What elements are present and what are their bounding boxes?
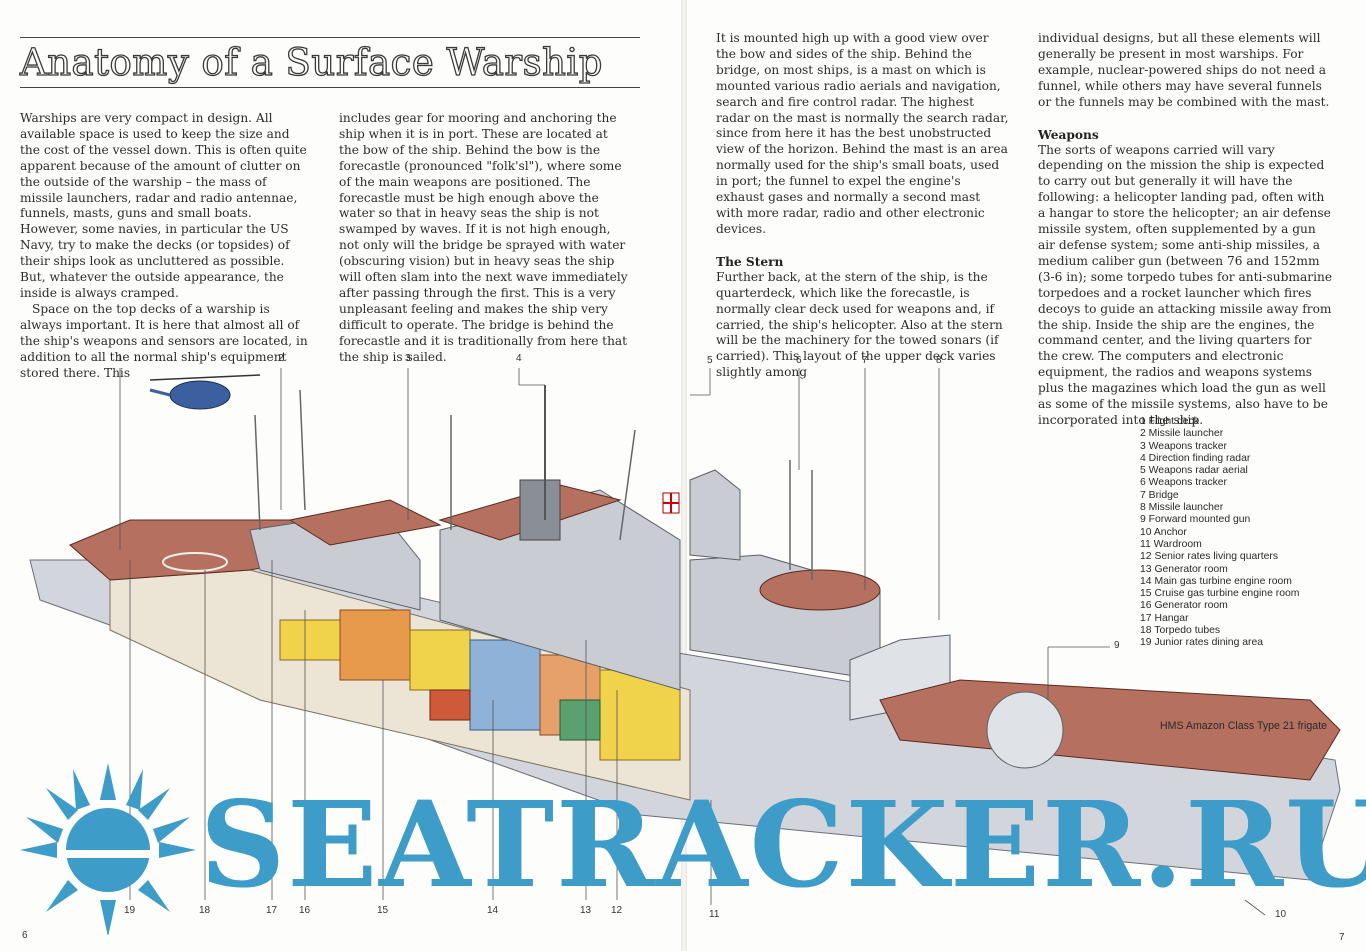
illustration-caption: HMS Amazon Class Type 21 frigate (1160, 720, 1328, 732)
title-rule-top (20, 37, 640, 38)
paragraph: The sorts of weapons carried will vary d… (1038, 142, 1333, 427)
paragraph: Warships are very compact in design. All… (20, 111, 307, 300)
callout-1: 1 (117, 353, 123, 364)
legend-item: 9 Forward mounted gun (1140, 514, 1251, 526)
paragraph: It is mounted high up with a good view o… (716, 31, 1009, 236)
paragraph: individual designs, but all these elemen… (1038, 31, 1330, 109)
text-column-4: individual designs, but all these elemen… (1038, 31, 1334, 429)
paragraph: Space on the top decks of a warship is a… (20, 301, 308, 380)
legend-item: 6 Weapons tracker (1140, 477, 1228, 489)
diagram-legend: 1 Flight deck 2 Missile launcher 3 Weapo… (1140, 416, 1299, 650)
page-title: Anatomy of a Surface Warship (19, 40, 603, 84)
callout-6: 6 (796, 355, 802, 366)
sun-logo-icon (20, 763, 196, 935)
legend-item: 19 Junior rates dining area (1140, 637, 1264, 649)
legend-item: 1 Flight deck (1140, 416, 1199, 427)
callout-4: 4 (516, 353, 522, 364)
legend-item: 13 Generator room (1140, 563, 1228, 575)
callout-5: 5 (707, 355, 713, 366)
legend-item: 12 Senior rates living quarters (1140, 551, 1279, 563)
legend-item: 16 Generator room (1140, 600, 1228, 612)
callout-13: 13 (580, 905, 592, 916)
legend-item: 2 Missile launcher (1140, 428, 1224, 440)
legend-item: 10 Anchor (1140, 526, 1187, 538)
callout-12: 12 (611, 905, 623, 916)
legend-item: 15 Cruise gas turbine engine room (1140, 588, 1300, 600)
callout-18: 18 (199, 905, 211, 916)
paragraph: includes gear for mooring and anchoring … (339, 111, 628, 364)
callout-19: 19 (124, 905, 136, 916)
paragraph: Further back, at the stern of the ship, … (716, 269, 1003, 380)
callout-15: 15 (377, 905, 389, 916)
callout-9: 9 (1114, 640, 1120, 651)
callout-2: 2 (278, 353, 284, 364)
callout-3: 3 (405, 353, 411, 364)
page-number-left: 6 (22, 930, 28, 941)
text-column-2: includes gear for mooring and anchoring … (339, 111, 630, 366)
legend-item: 11 Wardroom (1140, 538, 1202, 550)
watermark-text: SEATRACKER.RU (200, 775, 1366, 914)
callout-10: 10 (1275, 909, 1287, 920)
legend-item: 14 Main gas turbine engine room (1140, 575, 1292, 587)
legend-item: 3 Weapons tracker (1140, 440, 1228, 452)
callout-7: 7 (862, 355, 868, 366)
section-heading-weapons: Weapons (1038, 127, 1099, 142)
legend-item: 7 Bridge (1140, 489, 1179, 501)
callout-17: 17 (266, 905, 278, 916)
page-gutter (681, 0, 687, 951)
legend-item: 18 Torpedo tubes (1140, 625, 1221, 637)
callout-11: 11 (709, 909, 720, 920)
legend-item: 5 Weapons radar aerial (1140, 465, 1248, 477)
legend-item: 4 Direction finding radar (1140, 452, 1251, 464)
text-column-1: Warships are very compact in design. All… (20, 111, 310, 381)
legend-item: 17 Hangar (1140, 612, 1189, 624)
callout-16: 16 (299, 905, 311, 916)
text-column-3: It is mounted high up with a good view o… (716, 31, 1009, 381)
page-number-right: 7 (1339, 932, 1345, 943)
legend-item: 8 Missile launcher (1140, 502, 1224, 514)
callout-14: 14 (487, 905, 499, 916)
callout-8: 8 (936, 355, 942, 366)
title-rule-bottom (20, 87, 640, 88)
section-heading-stern: The Stern (716, 254, 784, 269)
